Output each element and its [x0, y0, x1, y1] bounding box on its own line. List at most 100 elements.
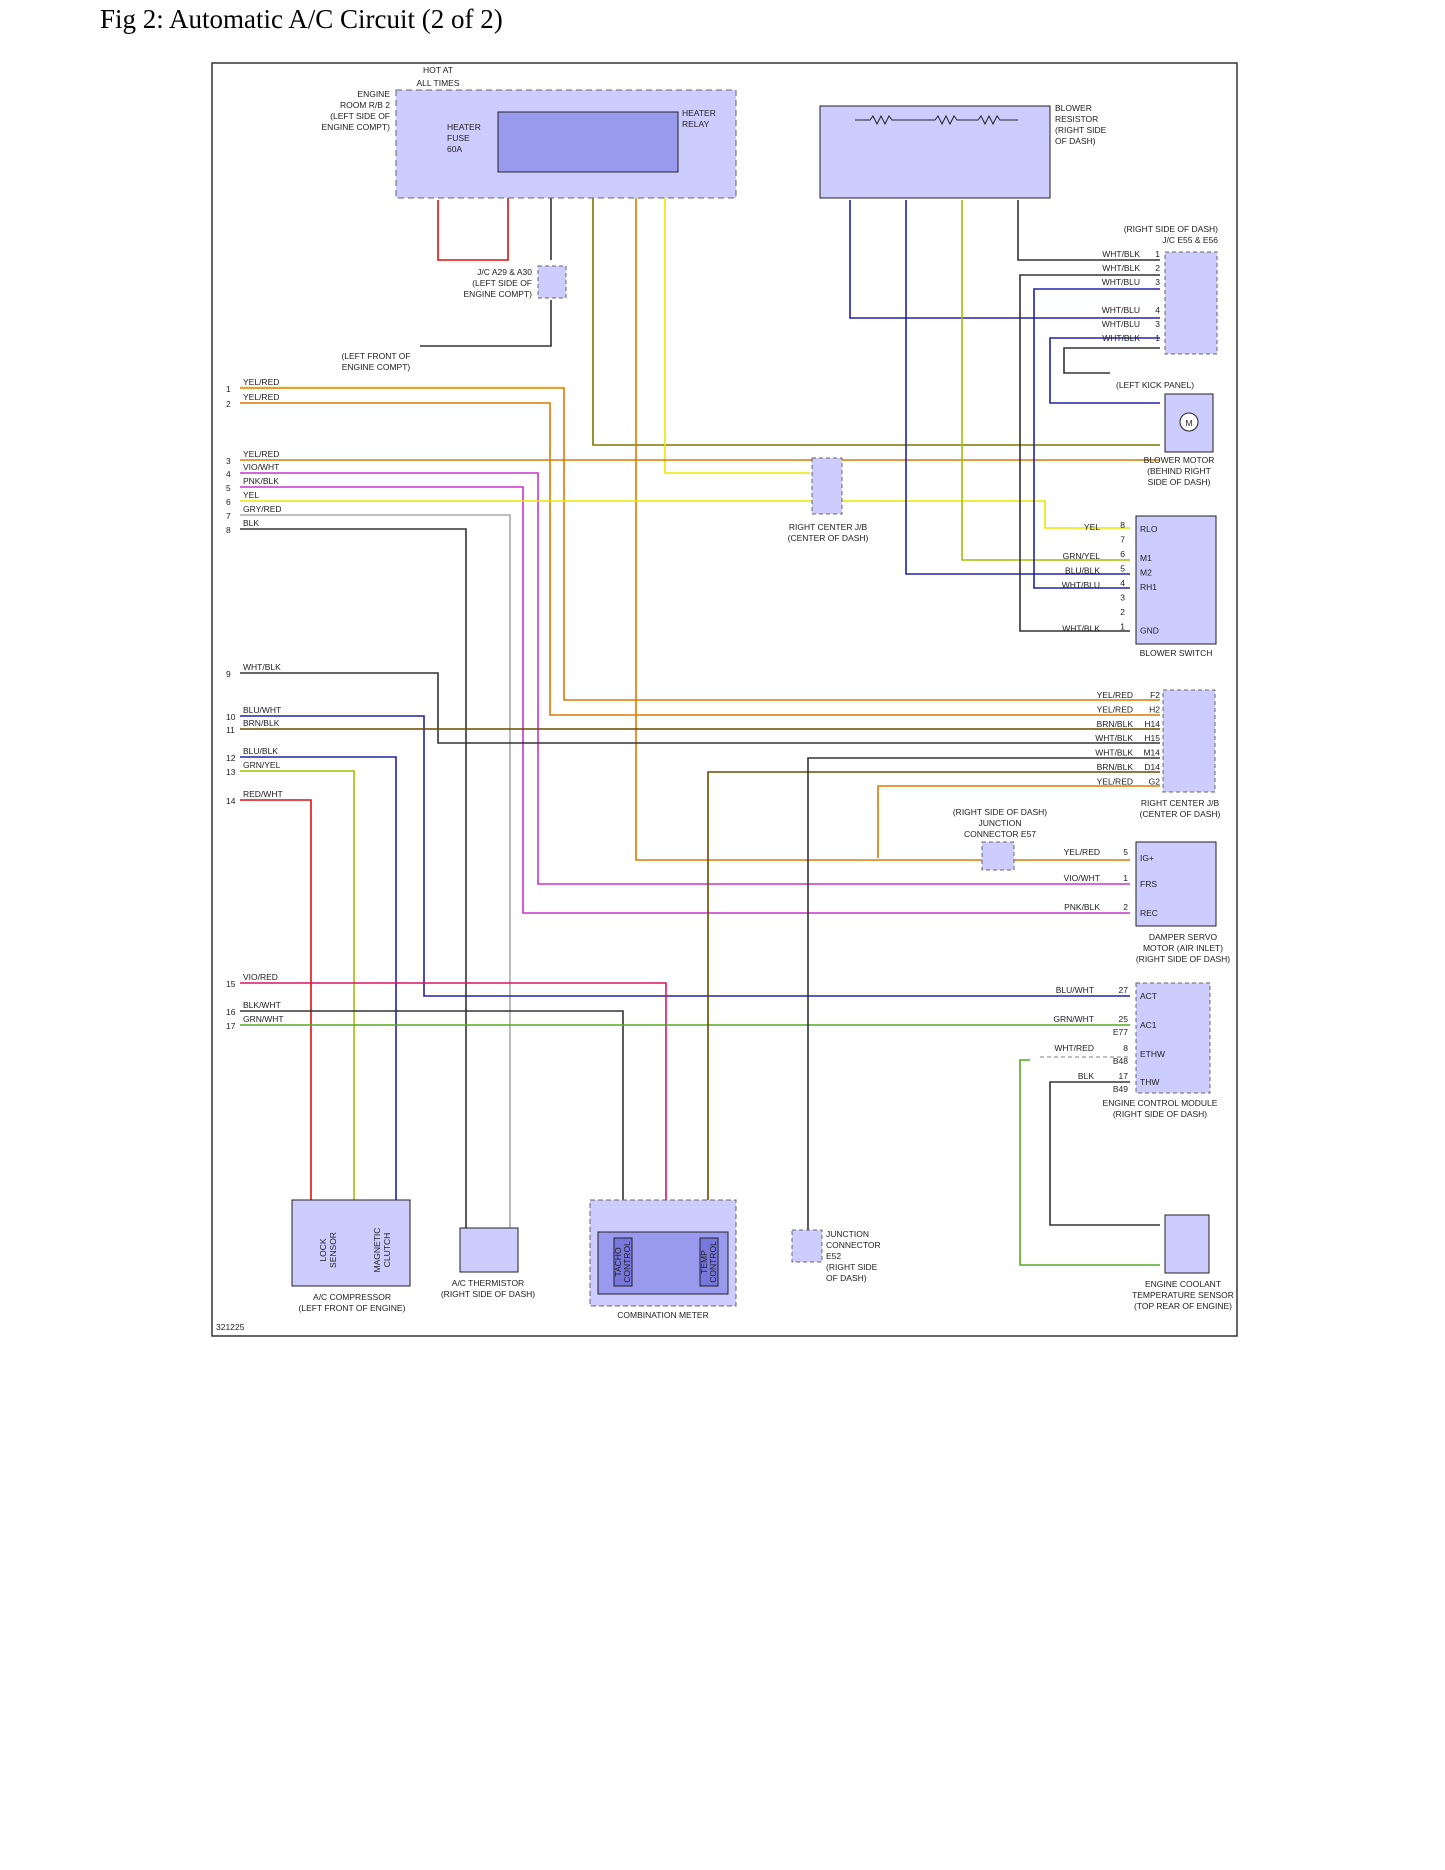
- left-pin-wire-label: BLK/WHT: [243, 1000, 281, 1010]
- jb2-pin-wire: YEL/RED: [1097, 776, 1133, 786]
- wire-br3: [905, 200, 1130, 575]
- wire-br1: [849, 200, 1160, 319]
- left-pin-wire-label: YEL/RED: [243, 377, 279, 387]
- figure-id: 321225: [216, 1322, 245, 1332]
- damper-pin-number: 5: [1123, 847, 1128, 857]
- left-pin-wire-label: GRY/RED: [243, 504, 282, 514]
- jb2-pin-wire: WHT/BLK: [1095, 748, 1133, 758]
- switch-pin-number: 5: [1120, 564, 1125, 574]
- wire-jc-wb1: [1019, 274, 1160, 632]
- jc-a29-box: [537, 265, 567, 299]
- left-pin-number: 12: [226, 753, 236, 763]
- jce55-pin-number: 4: [1155, 305, 1160, 315]
- wire-ect1: [1019, 1059, 1160, 1266]
- engine-rb-label-2: (LEFT SIDE OF: [330, 111, 390, 121]
- rcjb1-1: (CENTER OF DASH): [788, 533, 869, 543]
- blower-switch-label: BLOWER SWITCH: [1140, 648, 1213, 658]
- tacho-1: CONTROL: [622, 1241, 632, 1283]
- motor-symbol: [1179, 412, 1199, 432]
- blower-resistor-0: BLOWER: [1055, 103, 1092, 113]
- a1-1: ENGINE COMPT): [342, 362, 411, 372]
- heater-relay-1: RELAY: [682, 119, 710, 129]
- jc-e55-1: J/C E55 & E56: [1162, 235, 1218, 245]
- left-pin-number: 16: [226, 1007, 236, 1017]
- damper-pin-terminal: IG+: [1140, 853, 1154, 863]
- left-pin-wire-label: BLU/WHT: [243, 705, 281, 715]
- wire-m14: [807, 757, 1160, 1230]
- ecm-pin-terminal: AC1: [1140, 1020, 1157, 1030]
- jb2-pin-number: H14: [1144, 719, 1160, 729]
- jce55-pin-number: 3: [1155, 277, 1160, 287]
- left-pin-number: 14: [226, 796, 236, 806]
- switch-pin-number: 4: [1120, 578, 1125, 588]
- left-pin-number: 10: [226, 712, 236, 722]
- jce55-pin-number: 1: [1155, 333, 1160, 343]
- left-pin-wire-label: YEL: [243, 490, 259, 500]
- rcjb2-0: RIGHT CENTER J/B: [1141, 798, 1220, 808]
- switch-pin-number: 3: [1120, 593, 1125, 603]
- jb2-pin-wire: BRN/BLK: [1097, 719, 1134, 729]
- left-pin-number: 6: [226, 497, 231, 507]
- left-pin-number: 5: [226, 483, 231, 493]
- tacho-0: TACHO: [613, 1247, 623, 1277]
- blower-resistor-1: RESISTOR: [1055, 114, 1098, 124]
- jb2-pin-number: H2: [1149, 704, 1160, 714]
- wire-relay2: [664, 178, 810, 474]
- jce52-1: CONNECTOR: [826, 1240, 881, 1250]
- heater-relay-box: [497, 111, 679, 173]
- wire-jc-wblu: [1033, 288, 1160, 589]
- ecm-pin-number: 8: [1123, 1043, 1128, 1053]
- hot-at-label: HOT AT: [423, 65, 453, 75]
- ecm-pin-number: 27: [1119, 985, 1129, 995]
- wire-pin2: [240, 402, 1160, 716]
- a1-0: (LEFT FRONT OF: [341, 351, 410, 361]
- left-pin-number: 1: [226, 384, 231, 394]
- left-pin-number: 11: [226, 725, 235, 735]
- blower-resistor-2: (RIGHT SIDE: [1055, 125, 1107, 135]
- rcjb2-1: (CENTER OF DASH): [1140, 809, 1221, 819]
- jce57-2: CONNECTOR E57: [964, 829, 1036, 839]
- heater-fuse-0: HEATER: [447, 122, 481, 132]
- left-pin-number: 7: [226, 511, 231, 521]
- engine-rb-label-3: ENGINE COMPT): [322, 122, 391, 132]
- wire-pin8: [240, 528, 467, 1228]
- all-times-label: ALL TIMES: [417, 78, 460, 88]
- ect-sensor-box: [1164, 1214, 1210, 1274]
- jb2-pin-number: G2: [1149, 776, 1161, 786]
- switch-pin-wire: BLU/BLK: [1065, 566, 1100, 576]
- damper-0: DAMPER SERVO: [1149, 932, 1218, 942]
- jce55-pin-wire: WHT/BLK: [1102, 249, 1140, 259]
- blower-resistor-box: [819, 105, 1051, 199]
- wire-pin9: [240, 672, 1160, 744]
- jce55-pin-wire: WHT/BLK: [1102, 333, 1140, 343]
- damper-pin-terminal: REC: [1140, 908, 1158, 918]
- damper-pin-wire: YEL/RED: [1064, 847, 1100, 857]
- ecm-pin-wire: WHT/RED: [1054, 1043, 1094, 1053]
- ecm-1: (RIGHT SIDE OF DASH): [1113, 1109, 1207, 1119]
- wire-a1: [420, 300, 552, 347]
- left-pin-wire-label: WHT/BLK: [243, 662, 281, 672]
- switch-pin-number: 6: [1120, 549, 1125, 559]
- wire-relay1: [635, 178, 1130, 861]
- blower-switch-box: [1135, 515, 1217, 645]
- wire-pin10: [240, 715, 1130, 997]
- wire-br2: [961, 200, 1130, 561]
- left-pin-wire-label: RED/WHT: [243, 789, 283, 799]
- ecm-pin-terminal: ETHW: [1140, 1049, 1165, 1059]
- jce55-pin-wire: WHT/BLU: [1102, 277, 1140, 287]
- right-center-jb1-box: [811, 457, 843, 515]
- lock-sensor-0: LOCK: [318, 1238, 328, 1261]
- left-pin-wire-label: BRN/BLK: [243, 718, 280, 728]
- left-pin-number: 4: [226, 469, 231, 479]
- jb2-pin-number: D14: [1144, 762, 1160, 772]
- jc-e55-box: [1164, 251, 1218, 355]
- ac-comp-0: A/C COMPRESSOR: [313, 1292, 391, 1302]
- left-pin-number: 15: [226, 979, 236, 989]
- switch-pin-number: 8: [1120, 520, 1125, 530]
- ac-compressor-box: [291, 1199, 411, 1287]
- switch-pin-number: 1: [1120, 622, 1125, 632]
- ac-thermistor-box: [459, 1227, 519, 1273]
- ecm-pin-number: 17: [1119, 1071, 1129, 1081]
